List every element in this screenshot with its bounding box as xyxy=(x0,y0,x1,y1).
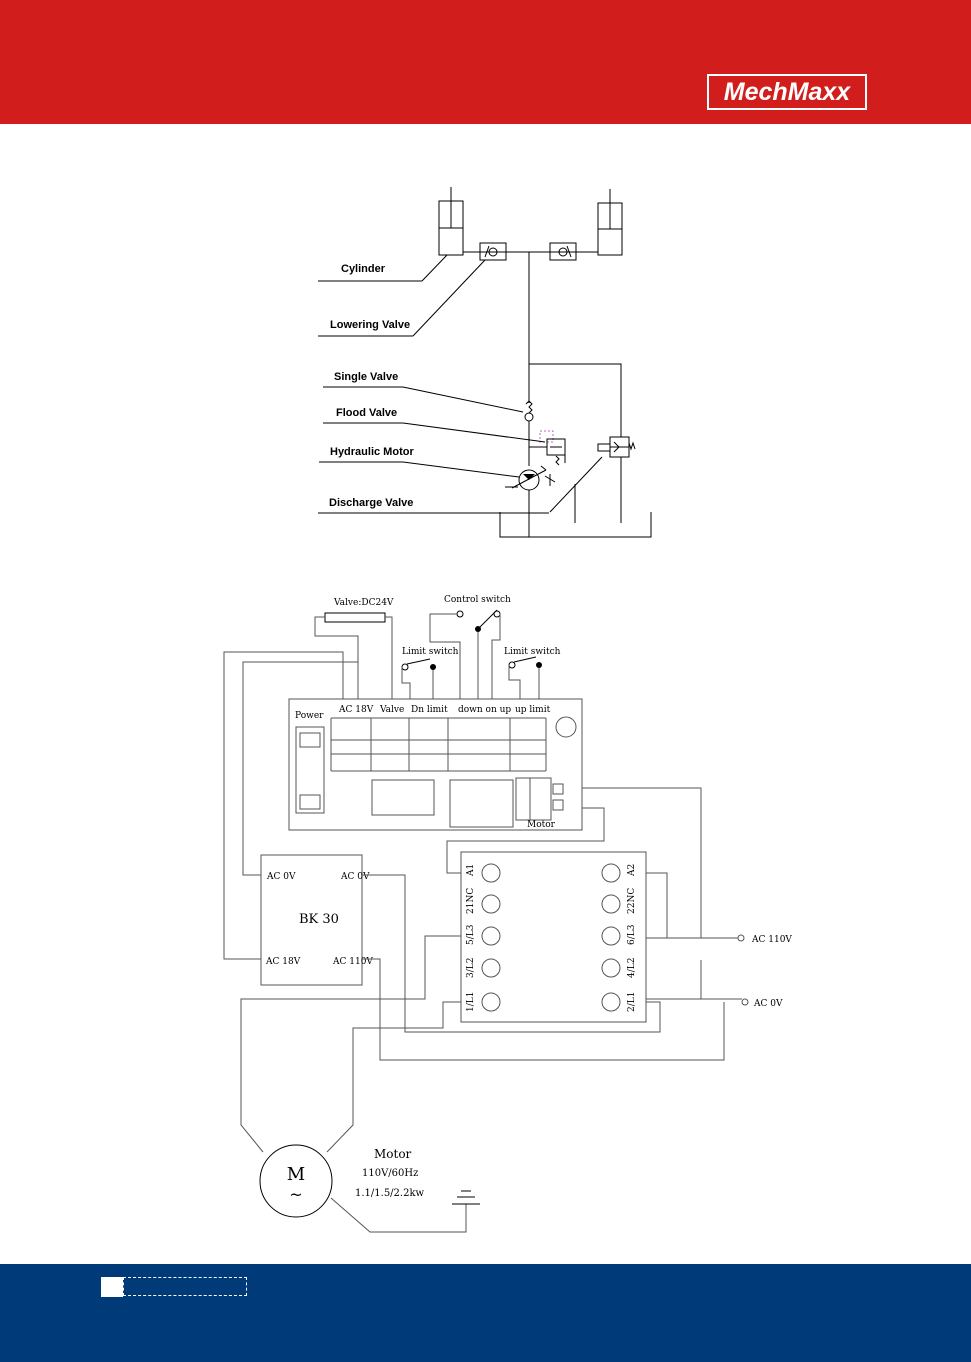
contactor-1l1: 1/L1 xyxy=(466,992,476,1012)
terminal-label-ac18: AC 18V xyxy=(338,705,374,715)
supply-0-terminal xyxy=(741,998,749,1006)
contactor-a2: A2 xyxy=(627,864,637,877)
limit-switch-left-label: Limit switch xyxy=(402,647,459,657)
hydraulic-motor xyxy=(505,465,556,491)
motor-m: M xyxy=(287,1164,305,1185)
control-switch xyxy=(429,609,501,699)
transformer-tr: AC 0V xyxy=(340,872,370,882)
discharge-valve xyxy=(549,436,636,523)
flood-valve xyxy=(529,430,566,466)
control-switch-label: Control switch xyxy=(444,595,511,605)
lowering-valve-left xyxy=(479,242,507,261)
supply-110-terminal xyxy=(737,934,745,942)
valve-dc-label: Valve:DC24V xyxy=(333,598,394,608)
motor-symbol xyxy=(259,1144,333,1218)
terminal-label-valve: Valve xyxy=(379,705,404,715)
supply-0-label: AC 0V xyxy=(753,999,783,1009)
contactor xyxy=(460,851,647,1023)
right-cylinder xyxy=(597,189,623,256)
motor-tilde: ~ xyxy=(289,1185,302,1204)
valve-coil xyxy=(314,612,393,699)
contactor-2l1: 2/L1 xyxy=(627,992,637,1012)
contactor-4l2: 4/L2 xyxy=(627,958,637,978)
contactor-6l3: 6/L3 xyxy=(627,924,637,945)
contactor-terminals xyxy=(481,863,621,1012)
flood-valve-label: Flood Valve xyxy=(336,407,397,419)
terminal-label-up-limit: up limit xyxy=(515,705,551,715)
contactor-3l2: 3/L2 xyxy=(466,958,476,978)
left-cylinder xyxy=(438,187,464,256)
wiring-diagram: Valve:DC24V Control switch Limit switch xyxy=(223,595,792,1233)
motor-title: Motor xyxy=(374,1147,412,1161)
contactor-a1: A1 xyxy=(466,864,476,877)
limit-switch-right-label: Limit switch xyxy=(504,647,561,657)
footer-band xyxy=(0,1264,971,1362)
transformer xyxy=(260,854,363,986)
cylinder-label: Cylinder xyxy=(341,263,386,275)
motor-spec2: 1.1/1.5/2.2kw xyxy=(355,1188,425,1199)
supply-110-label: AC 110V xyxy=(751,935,792,945)
lowering-valve-label: Lowering Valve xyxy=(330,319,410,331)
hydraulic-diagram: Cylinder Lowering Valve Single Valve Flo… xyxy=(318,187,652,538)
hydraulic-motor-label: Hydraulic Motor xyxy=(330,446,414,458)
motor-spec1: 110V/60Hz xyxy=(362,1168,418,1179)
contactor-21nc: 21NC xyxy=(466,888,476,914)
brand-logo: MechMaxx xyxy=(707,74,867,110)
terminal-label-dn-limit: Dn limit xyxy=(411,705,448,715)
transformer-tl: AC 0V xyxy=(266,872,296,882)
power-label: Power xyxy=(295,711,324,721)
transformer-br: AC 110V xyxy=(332,957,373,967)
page-marker xyxy=(101,1277,123,1297)
limit-switch-left xyxy=(401,658,436,699)
single-valve-label: Single Valve xyxy=(334,371,398,383)
discharge-valve-label: Discharge Valve xyxy=(329,497,413,509)
transformer-bl: AC 18V xyxy=(265,957,301,967)
page-number-box xyxy=(123,1277,247,1296)
contactor-22nc: 22NC xyxy=(627,888,637,914)
lowering-valve-right xyxy=(549,242,577,261)
contactor-5l3: 5/L3 xyxy=(466,924,476,945)
limit-switch-right xyxy=(508,656,542,699)
motor-terminal-label: Motor xyxy=(527,820,556,830)
single-valve xyxy=(524,400,534,422)
header-band xyxy=(0,0,971,124)
wiring-runs xyxy=(223,651,742,1153)
control-board xyxy=(288,698,583,831)
transformer-name: BK 30 xyxy=(299,912,339,927)
terminal-label-down-on-up: down on up xyxy=(458,705,511,715)
